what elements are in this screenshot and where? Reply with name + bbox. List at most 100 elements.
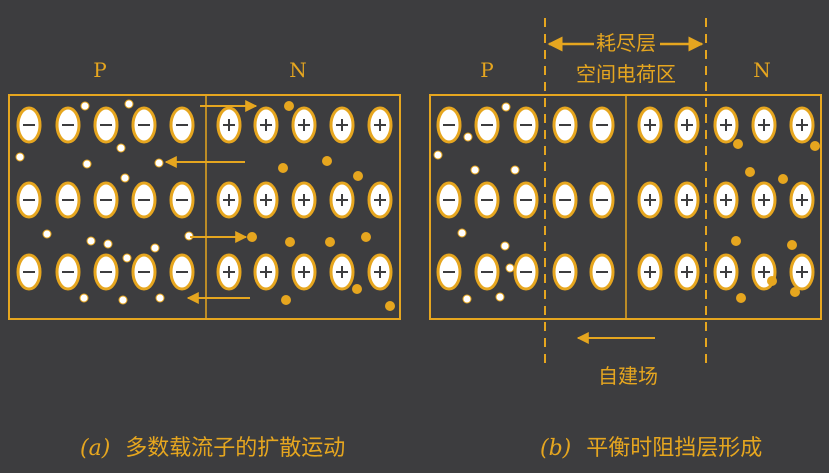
hole-dot [500,241,510,251]
electron-dot [790,287,800,297]
hole-dot [42,229,52,239]
negative-ion [131,253,157,291]
negative-ion [436,181,462,219]
left-caption-prefix: (a) [80,436,110,461]
hole-dot [124,99,134,109]
left-ion-grid [16,106,393,291]
positive-ion [713,106,739,144]
negative-ion [474,181,500,219]
hole-dot [433,150,443,160]
left-panel: P N (a) 多数载流子的扩散运动 [8,58,401,461]
hole-dot [79,293,89,303]
positive-ion [216,106,242,144]
right-ion-grid [436,106,815,291]
electron-dot [733,139,743,149]
positive-ion [751,181,777,219]
negative-ion [513,181,539,219]
space-charge-label: 空间电荷区 [576,62,676,86]
negative-ion [16,181,42,219]
electron-dot [731,236,741,246]
hole-dot [82,159,92,169]
negative-ion [16,253,42,291]
left-carrier-dots [15,99,395,311]
hole-dot [462,294,472,304]
negative-ion [55,253,81,291]
right-caption: (b) 平衡时阻挡层形成 [540,436,762,461]
electron-dot [767,276,777,286]
hole-dot [80,101,90,111]
positive-ion [637,253,663,291]
positive-ion [216,181,242,219]
right-p-label: P [480,58,493,82]
electron-dot [385,301,395,311]
electron-dot [352,284,362,294]
electron-dot [278,163,288,173]
negative-ion [16,106,42,144]
hole-dot [103,239,113,249]
negative-ion [131,181,157,219]
right-caption-text: 平衡时阻挡层形成 [586,436,762,461]
electron-dot [247,232,257,242]
electron-dot [353,171,363,181]
positive-ion [216,253,242,291]
right-panel: P N 耗尽层 空间电荷区 自建场 (b) 平衡时阻挡层形成 [429,18,822,461]
electron-dot [361,232,371,242]
positive-ion [291,253,317,291]
hole-dot [116,143,126,153]
negative-ion [589,106,615,144]
left-p-label: P [93,58,106,82]
negative-ion [93,181,119,219]
positive-ion [329,253,355,291]
hole-dot [510,165,520,175]
left-panel-box [8,94,401,320]
negative-ion [169,106,195,144]
negative-ion [436,106,462,144]
positive-ion [789,106,815,144]
hole-dot [155,293,165,303]
positive-ion [637,106,663,144]
positive-ion [253,253,279,291]
positive-ion [329,181,355,219]
negative-ion [169,253,195,291]
negative-ion [552,181,578,219]
negative-ion [436,253,462,291]
depletion-layer-label: 耗尽层 [596,31,656,55]
negative-ion [552,253,578,291]
positive-ion [789,181,815,219]
negative-ion [55,106,81,144]
right-caption-prefix: (b) [540,436,571,461]
positive-ion [253,181,279,219]
electron-dot [736,293,746,303]
positive-ion [674,181,700,219]
left-caption-text: 多数载流子的扩散运动 [125,436,345,461]
electron-dot [325,237,335,247]
positive-ion [789,253,815,291]
negative-ion [589,253,615,291]
positive-ion [674,253,700,291]
positive-ion [674,106,700,144]
negative-ion [169,181,195,219]
electron-dot [281,295,291,305]
right-n-label: N [753,58,771,82]
positive-ion [291,106,317,144]
negative-ion [131,106,157,144]
electron-dot [322,156,332,166]
positive-ion [367,253,393,291]
electron-dot [787,240,797,250]
hole-dot [154,158,164,168]
negative-ion [513,253,539,291]
negative-ion [589,181,615,219]
positive-ion [751,106,777,144]
hole-dot [463,132,473,142]
left-caption: (a) 多数载流子的扩散运动 [80,436,345,461]
positive-ion [329,106,355,144]
electron-dot [284,101,294,111]
positive-ion [367,106,393,144]
negative-ion [474,106,500,144]
hole-dot [505,263,515,273]
negative-ion [552,106,578,144]
positive-ion [713,253,739,291]
hole-dot [150,243,160,253]
electron-dot [745,167,755,177]
